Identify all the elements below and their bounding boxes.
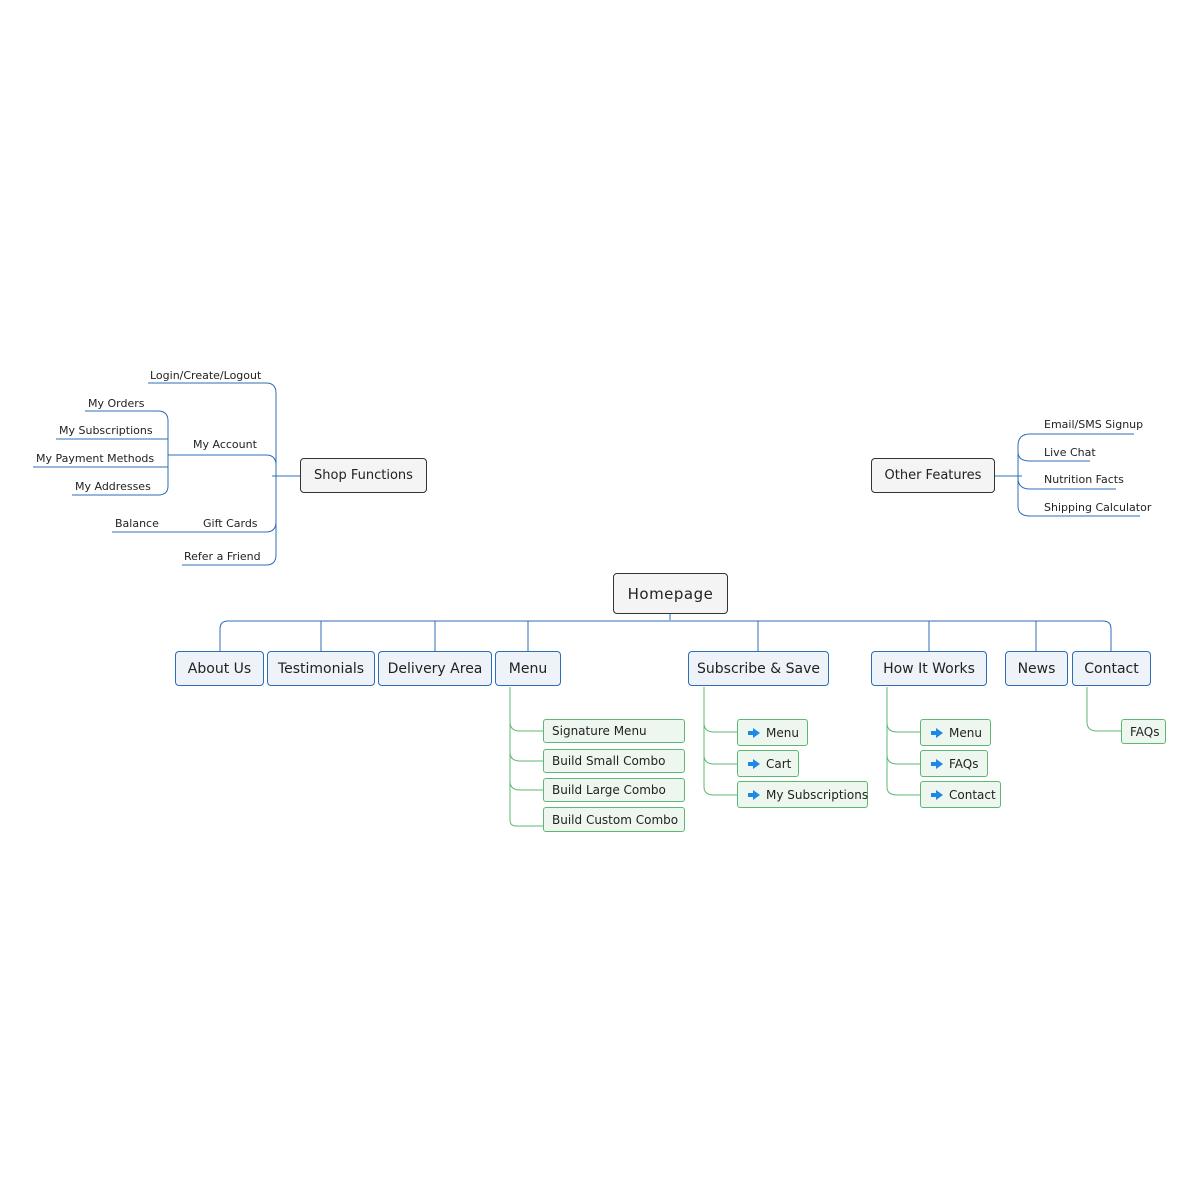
- shop-item-my-account[interactable]: My Account: [193, 438, 257, 451]
- shop-functions-label: Shop Functions: [314, 468, 413, 483]
- arrow-right-icon: [931, 789, 943, 800]
- nav-node-menu[interactable]: Menu: [495, 651, 561, 686]
- arrow-right-icon: [748, 758, 760, 769]
- nav-node-delivery-area[interactable]: Delivery Area: [378, 651, 492, 686]
- how-it-works-child-menu[interactable]: Menu: [920, 719, 991, 746]
- other-features-label: Other Features: [884, 468, 982, 483]
- arrow-right-icon: [931, 758, 943, 769]
- other-features-node[interactable]: Other Features: [871, 458, 995, 493]
- arrow-right-icon: [748, 727, 760, 738]
- nav-label: About Us: [187, 660, 252, 677]
- child-label: FAQs: [1130, 724, 1160, 739]
- arrow-right-icon: [931, 727, 943, 738]
- shop-item-gift-cards[interactable]: Gift Cards: [203, 517, 258, 530]
- child-label: Signature Menu: [552, 724, 647, 738]
- child-label: Build Small Combo: [552, 754, 666, 768]
- homepage-node[interactable]: Homepage: [613, 573, 728, 614]
- how-it-works-child-faqs[interactable]: FAQs: [920, 750, 988, 777]
- feature-item-email-sms-signup[interactable]: Email/SMS Signup: [1044, 418, 1144, 431]
- account-item-my-payment-methods[interactable]: My Payment Methods: [36, 452, 155, 465]
- nav-label: News: [1017, 660, 1056, 677]
- child-label: FAQs: [949, 756, 979, 771]
- account-item-my-subscriptions[interactable]: My Subscriptions: [59, 424, 153, 437]
- child-label: My Subscriptions: [766, 787, 869, 802]
- nav-node-how-it-works[interactable]: How It Works: [871, 651, 987, 686]
- gift-cards-item-balance[interactable]: Balance: [115, 517, 159, 530]
- child-label: Build Large Combo: [552, 783, 666, 797]
- account-item-my-addresses[interactable]: My Addresses: [75, 480, 151, 493]
- arrow-right-icon: [748, 789, 760, 800]
- feature-item-nutrition-facts[interactable]: Nutrition Facts: [1044, 473, 1124, 486]
- nav-node-about-us[interactable]: About Us: [175, 651, 264, 686]
- nav-node-contact[interactable]: Contact: [1072, 651, 1151, 686]
- child-label: Build Custom Combo: [552, 812, 679, 827]
- child-label: Menu: [766, 725, 799, 740]
- account-item-my-orders[interactable]: My Orders: [88, 397, 145, 410]
- nav-node-subscribe-save[interactable]: Subscribe & Save: [688, 651, 829, 686]
- contact-child-faqs[interactable]: FAQs: [1121, 719, 1166, 744]
- subscribe-child-my-subscriptions[interactable]: My Subscriptions: [737, 781, 868, 808]
- child-label: Contact: [949, 787, 996, 802]
- nav-label: Testimonials: [277, 660, 365, 677]
- subscribe-child-cart[interactable]: Cart: [737, 750, 799, 777]
- shop-item-refer-a-friend[interactable]: Refer a Friend: [184, 550, 261, 563]
- subscribe-child-menu[interactable]: Menu: [737, 719, 808, 746]
- feature-item-shipping-calculator[interactable]: Shipping Calculator: [1044, 501, 1152, 514]
- nav-label: Contact: [1084, 660, 1139, 677]
- nav-label: Subscribe & Save: [697, 660, 820, 677]
- nav-node-testimonials[interactable]: Testimonials: [267, 651, 375, 686]
- how-it-works-child-contact[interactable]: Contact: [920, 781, 1001, 808]
- nav-label: How It Works: [883, 660, 975, 677]
- menu-child-signature-menu[interactable]: Signature Menu: [543, 719, 685, 743]
- feature-item-live-chat[interactable]: Live Chat: [1044, 446, 1096, 459]
- nav-label: Delivery Area: [387, 660, 483, 677]
- shop-item-login-create-logout[interactable]: Login/Create/Logout: [150, 369, 262, 382]
- homepage-label: Homepage: [627, 584, 714, 603]
- child-label: Cart: [766, 756, 792, 771]
- nav-node-news[interactable]: News: [1005, 651, 1068, 686]
- menu-child-build-custom-combo[interactable]: Build Custom Combo: [543, 807, 685, 832]
- menu-child-build-large-combo[interactable]: Build Large Combo: [543, 778, 685, 802]
- nav-label: Menu: [508, 660, 548, 677]
- shop-functions-node[interactable]: Shop Functions: [300, 458, 427, 493]
- menu-child-build-small-combo[interactable]: Build Small Combo: [543, 749, 685, 773]
- child-label: Menu: [949, 725, 982, 740]
